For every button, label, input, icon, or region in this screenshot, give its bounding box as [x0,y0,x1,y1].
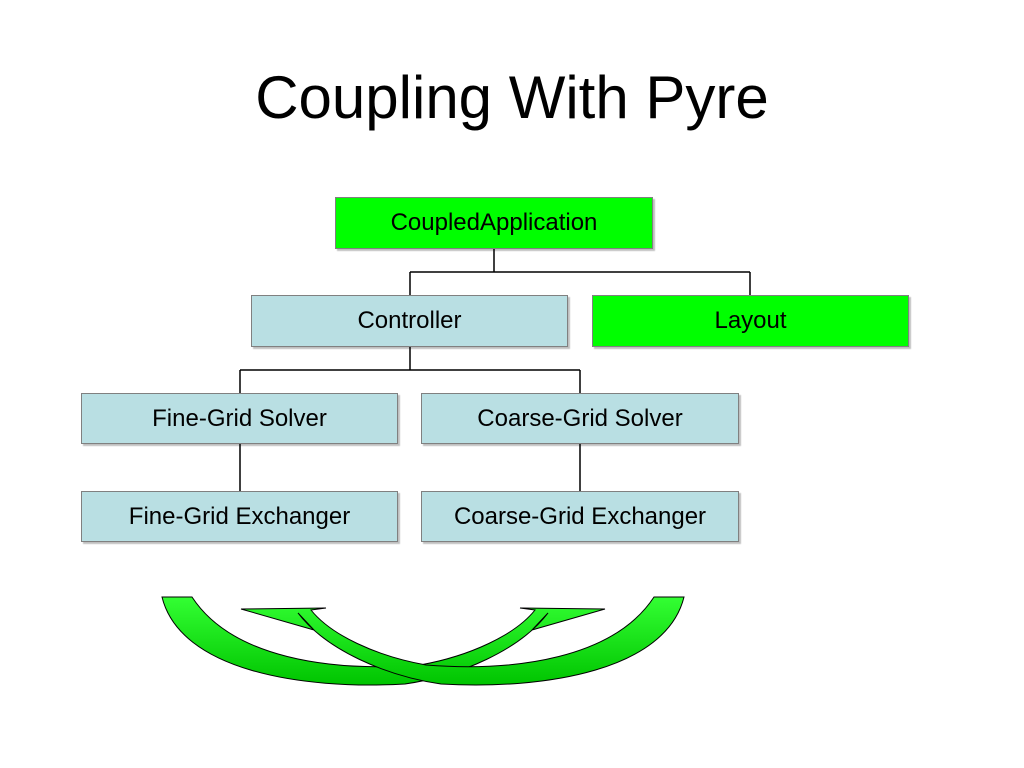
exchange-arrow-left-to-right-icon [161,596,606,686]
node-coarse-grid-exchanger-label: Coarse-Grid Exchanger [453,502,707,530]
node-fine-grid-solver: Fine-Grid Solver [81,393,398,444]
node-controller: Controller [251,295,568,347]
node-coupled-application: CoupledApplication [335,197,653,249]
slide-title: Coupling With Pyre [255,64,769,131]
node-fine-grid-exchanger: Fine-Grid Exchanger [81,491,398,542]
node-layout-label: Layout [714,307,787,334]
node-coarse-grid-solver: Coarse-Grid Solver [421,393,739,444]
node-layout: Layout [592,295,909,347]
node-controller-label: Controller [357,307,462,334]
node-coupled-application-label: CoupledApplication [390,209,598,236]
node-coarse-grid-solver-label: Coarse-Grid Solver [477,404,683,432]
node-fine-grid-exchanger-label: Fine-Grid Exchanger [128,502,351,530]
node-fine-grid-solver-label: Fine-Grid Solver [152,404,327,432]
node-coarse-grid-exchanger: Coarse-Grid Exchanger [421,491,739,542]
exchange-arrow-right-to-left-icon [240,596,685,686]
